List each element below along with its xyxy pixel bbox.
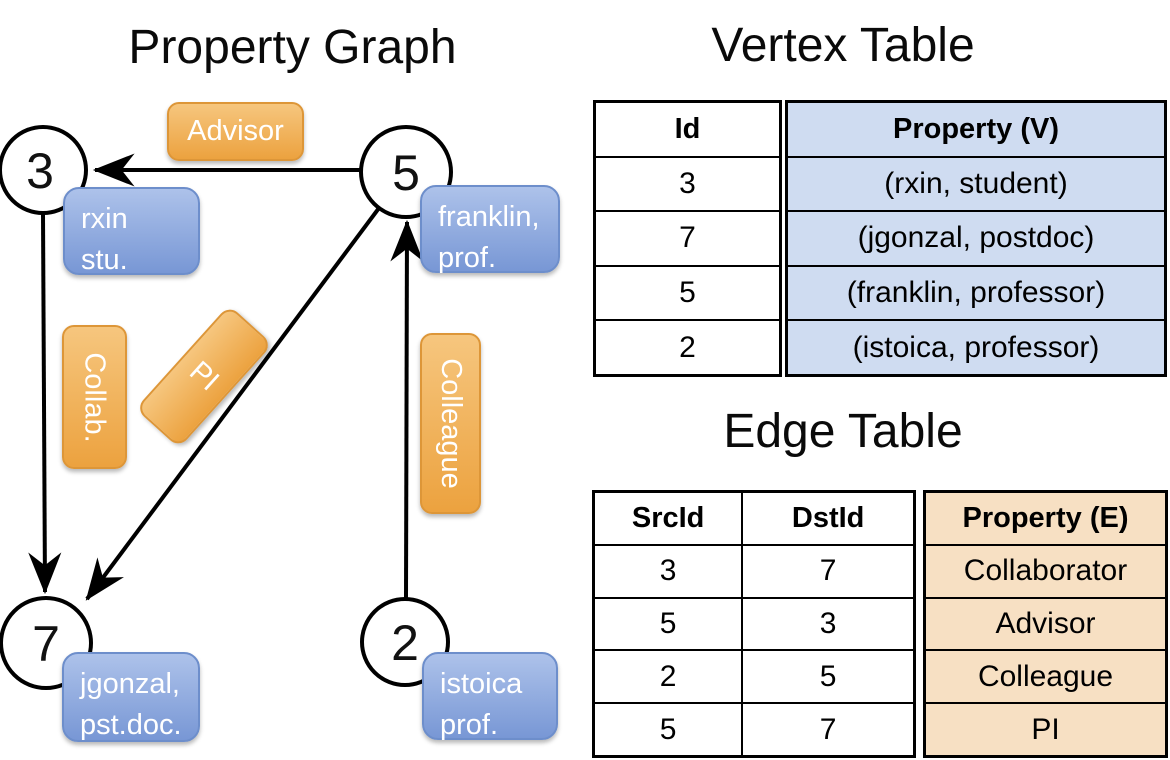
table-row: 5 7	[595, 704, 913, 755]
edge-property-table: Property (E) Collaborator Advisor Collea…	[923, 490, 1168, 758]
edge-label-collab: Collab.	[62, 325, 127, 469]
table-row: 2	[679, 330, 696, 364]
node-prop-jgonzal: jgonzal, pst.doc.	[62, 652, 200, 742]
table-row: 7	[596, 212, 779, 267]
vertex-id-table: Id 3 7 5 2	[593, 100, 782, 377]
table-row: 3 7	[595, 545, 913, 599]
table-row: Collaborator	[926, 546, 1165, 599]
property-graph-title: Property Graph	[128, 21, 457, 74]
table-row: 5 3	[595, 598, 913, 652]
edge-2-to-5	[390, 219, 424, 599]
table-row: (rxin, student)	[788, 158, 1164, 213]
edge-table-title: Edge Table	[723, 405, 963, 458]
table-row: PI	[1031, 712, 1060, 746]
table-row: 3	[596, 158, 779, 213]
node-circle-3	[0, 125, 88, 215]
edge-5-to-7	[85, 206, 381, 601]
table-row: 2 5	[595, 651, 913, 705]
edge-property-header: Property (E)	[962, 501, 1129, 534]
node-prop-franklin: franklin, prof.	[420, 185, 560, 274]
vertex-table-title: Vertex Table	[711, 19, 975, 72]
edge-label-advisor: Advisor	[167, 102, 304, 161]
edge-src-header: SrcId	[631, 501, 705, 534]
table-row: (jgonzal, postdoc)	[788, 212, 1164, 267]
edge-srcdst-table: SrcId DstId 3 7 5 3 2 5 5 7	[592, 490, 916, 758]
edge-dst-header: DstId	[741, 493, 913, 544]
table-row: 5	[596, 267, 779, 322]
node-prop-rxin: rxin stu.	[63, 187, 200, 276]
vertex-property-table: Property (V) (rxin, student) (jgonzal, p…	[785, 100, 1167, 377]
vertex-id-header: Id	[674, 112, 701, 145]
table-row: Advisor	[926, 599, 1165, 652]
table-row: Colleague	[926, 651, 1165, 705]
table-row: (istoica, professor)	[852, 330, 1100, 364]
edge-label-colleague: Colleague	[420, 333, 481, 514]
vertex-property-header: Property (V)	[893, 112, 1059, 145]
node-prop-istoica: istoica prof.	[422, 652, 558, 741]
table-row: (franklin, professor)	[788, 267, 1164, 322]
edge-3-to-7	[28, 213, 62, 595]
